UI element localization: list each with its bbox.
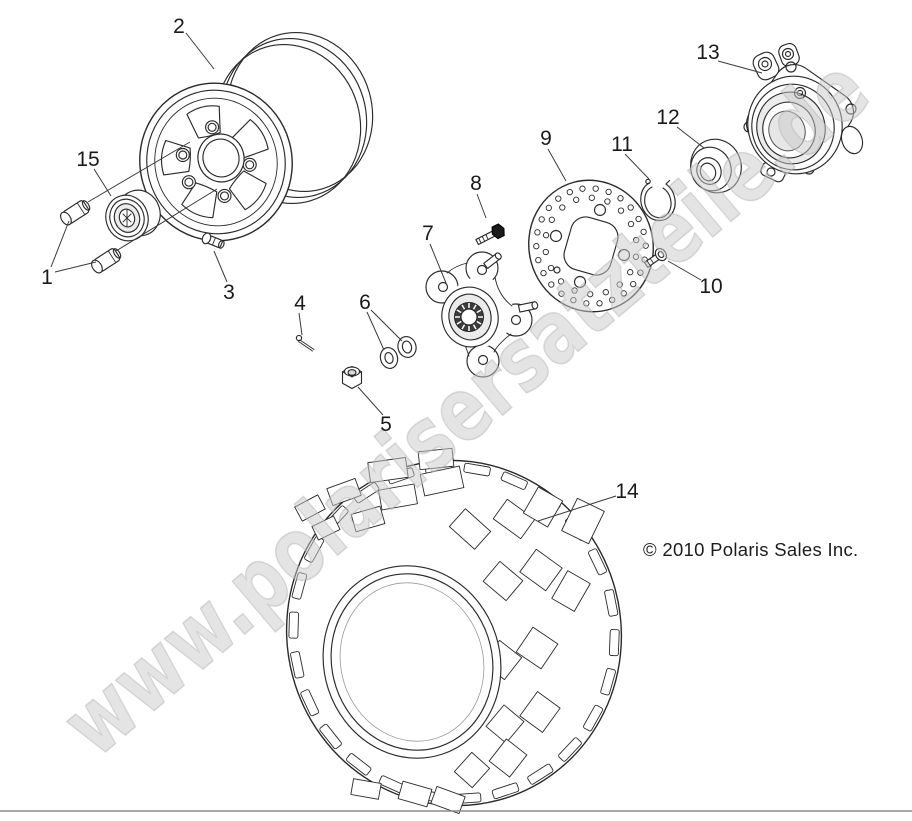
callout-1: 1 — [41, 266, 53, 289]
castle-nut — [341, 365, 363, 390]
valve-stem — [201, 232, 225, 249]
callout-8: 8 — [470, 172, 482, 195]
leader-lines — [50, 32, 763, 522]
callout-10: 10 — [699, 275, 722, 298]
callout-4: 4 — [294, 292, 306, 315]
cotter-pin — [295, 334, 315, 352]
callout-11: 11 — [611, 133, 633, 156]
wheel-nuts — [59, 200, 122, 274]
callout-3: 3 — [223, 281, 235, 304]
hub-bolt — [475, 223, 505, 246]
callout-15: 15 — [76, 148, 99, 171]
hub-cap — [105, 189, 161, 242]
brake-disc — [528, 179, 654, 313]
snap-ring — [640, 178, 676, 222]
wheel-rim — [139, 32, 374, 242]
callout-6: 6 — [359, 291, 371, 314]
washers — [379, 336, 417, 369]
callout-9: 9 — [540, 127, 552, 150]
callout-2: 2 — [173, 15, 185, 38]
wheel-hub — [425, 251, 539, 378]
callout-14: 14 — [615, 480, 639, 503]
hub-carrier — [743, 42, 864, 183]
copyright-text: © 2010 Polaris Sales Inc. — [643, 539, 859, 560]
callout-13: 13 — [696, 41, 719, 64]
assembly-lines — [87, 141, 218, 252]
callout-12: 12 — [656, 106, 679, 129]
bearing — [690, 138, 742, 194]
disc-bolt — [643, 247, 668, 268]
callout-labels: 1 2 3 4 5 6 7 8 9 10 11 12 13 14 15 — [41, 15, 723, 503]
callout-7: 7 — [422, 222, 434, 245]
callout-5: 5 — [380, 413, 392, 436]
